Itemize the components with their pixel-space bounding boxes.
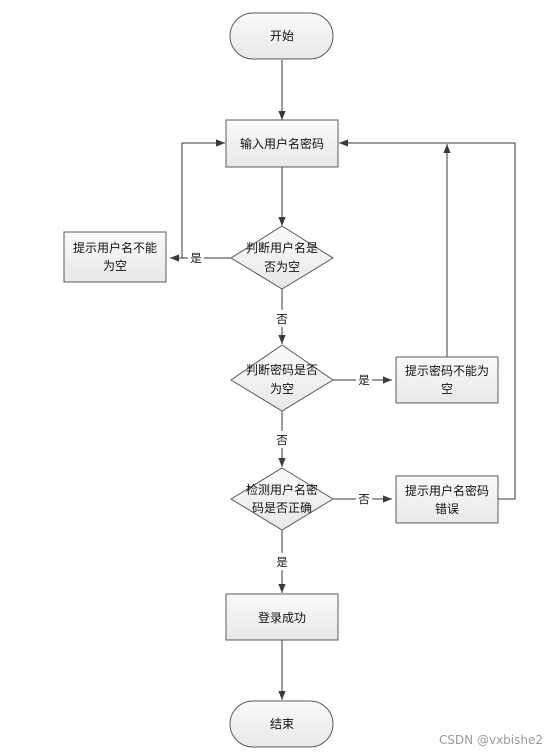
- verify-credentials-decision: [230, 467, 334, 531]
- check-username-label-line2: 否为空: [264, 260, 300, 274]
- warn-credentials-label-line2: 错误: [435, 502, 459, 516]
- check-password-decision: [230, 344, 334, 412]
- verify-credentials-label-line2: 码是否正确: [252, 501, 312, 515]
- login-success-node: [225, 593, 339, 641]
- input-label: 输入用户名密码: [240, 136, 324, 151]
- verify-credentials-label-line1: 检测用户名密: [246, 482, 318, 497]
- edge-label-user-empty-yes: 是: [190, 251, 202, 265]
- warn-password-label-line1: 提示密码不能为: [405, 363, 489, 378]
- warn-password-label-line2: 空: [441, 382, 453, 396]
- input-node: [225, 119, 339, 168]
- edge-label-verify-yes: 是: [276, 555, 288, 569]
- check-password-label-line1: 判断密码是否: [246, 362, 318, 377]
- warn-username-label-line2: 为空: [103, 259, 127, 273]
- check-username-decision: [230, 225, 334, 290]
- warn-credentials-label-line1: 提示用户名密码: [405, 483, 489, 498]
- warn-username-empty-node: [63, 231, 167, 283]
- csdn-watermark: CSDN @vxbishe2: [438, 733, 543, 747]
- edge-label-verify-no: 否: [358, 492, 370, 506]
- check-username-label-line1: 判断用户名是: [246, 240, 318, 255]
- end-label: 结束: [270, 717, 294, 731]
- check-password-label-line2: 为空: [270, 382, 294, 396]
- edge-label-user-empty-no: 否: [276, 312, 288, 326]
- edge-warn-user-back-to-input: [181, 139, 225, 258]
- edge-warn-wrong-back-to-input: [339, 139, 516, 500]
- login-success-label: 登录成功: [258, 610, 306, 625]
- end-node: [229, 700, 334, 748]
- start-node: [229, 12, 334, 60]
- warn-credentials-wrong-node: [395, 475, 499, 524]
- warn-username-label-line1: 提示用户名不能: [73, 240, 157, 255]
- edge-label-pass-empty-yes: 是: [358, 373, 370, 387]
- warn-password-empty-node: [395, 356, 499, 404]
- edge-label-pass-empty-no: 否: [276, 433, 288, 447]
- start-label: 开始: [270, 29, 294, 43]
